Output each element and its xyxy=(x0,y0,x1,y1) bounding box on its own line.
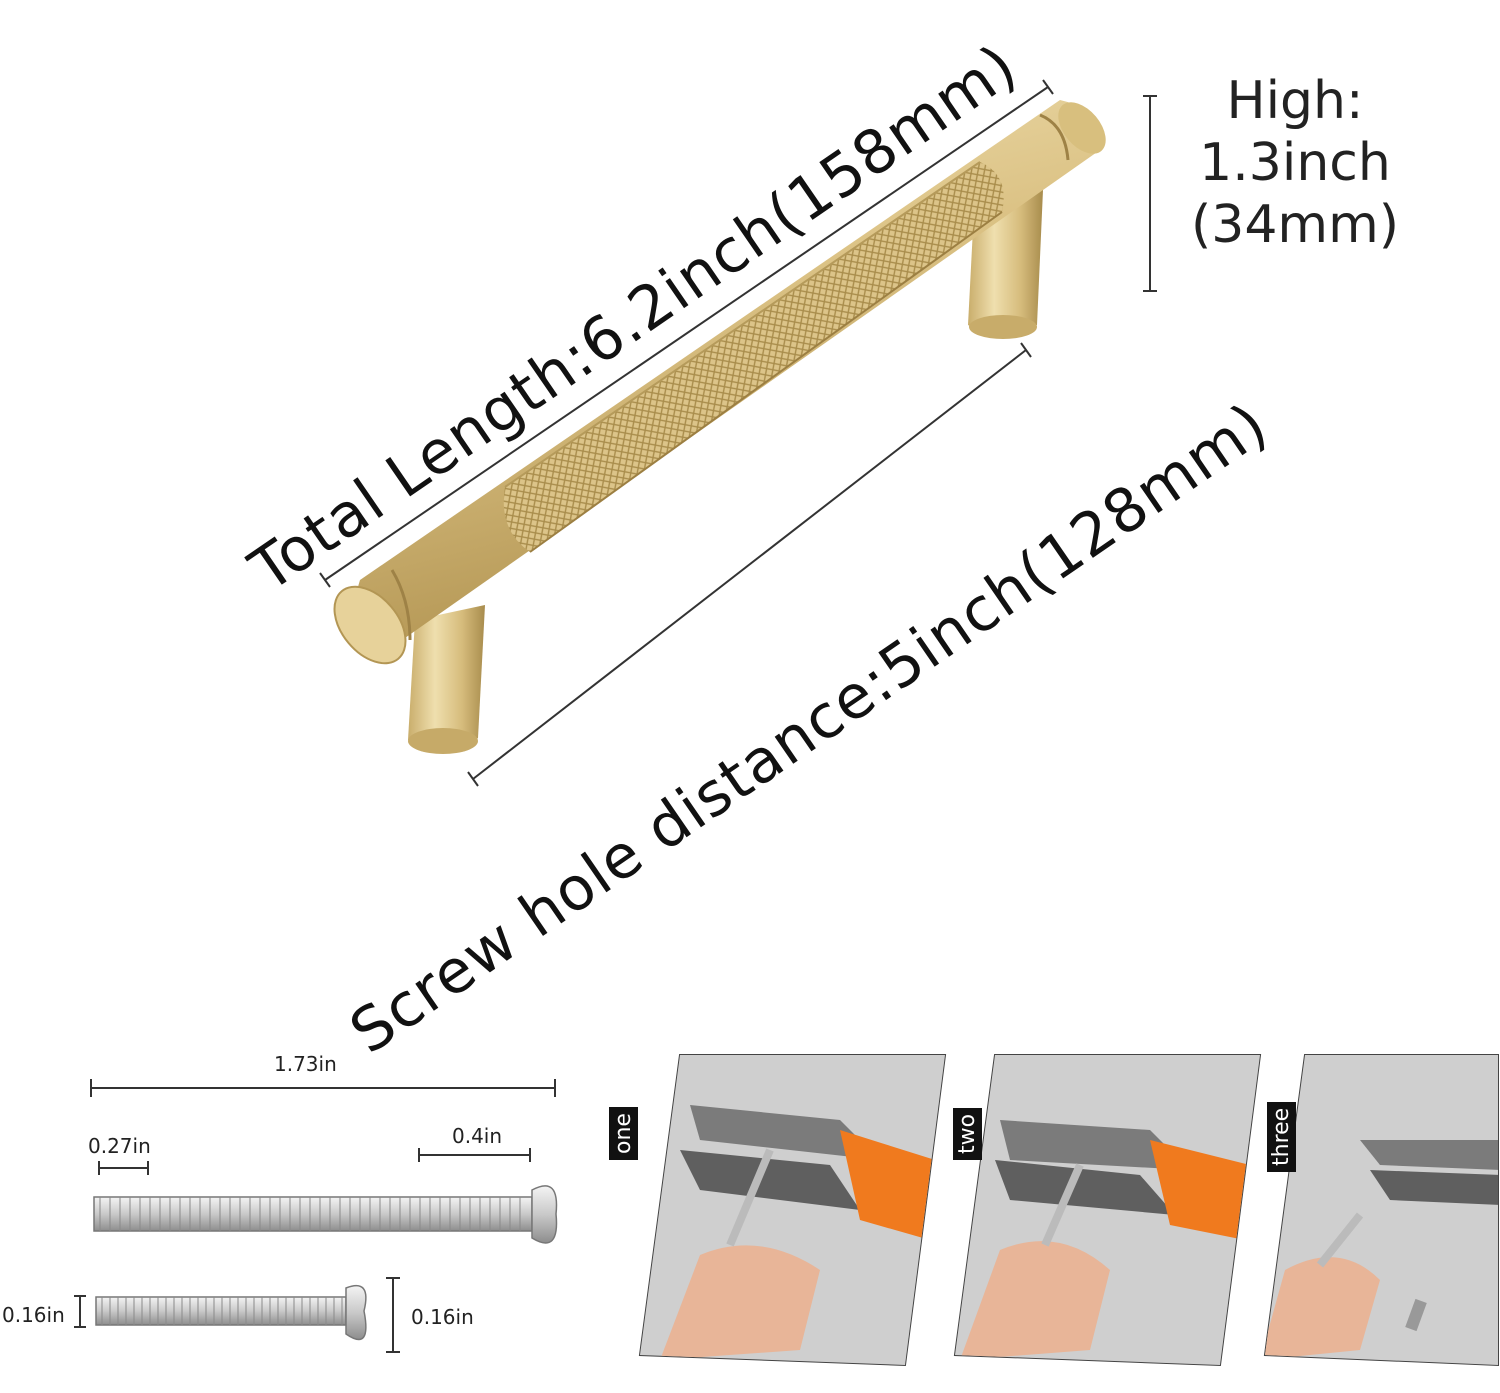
height-title: High: xyxy=(1226,71,1364,131)
height-dimension-line xyxy=(1143,95,1157,292)
screw-diameter-left-label: 0.16in xyxy=(2,1303,65,1327)
height-inch: 1.3inch xyxy=(1199,133,1391,193)
height-mm: (34mm) xyxy=(1190,195,1400,255)
screw-right-segment-label: 0.4in xyxy=(452,1124,503,1148)
screw-distance-dimension-line xyxy=(467,342,1032,787)
height-label: High: 1.3inch (34mm) xyxy=(1185,70,1405,256)
step-panel-one xyxy=(638,1054,947,1367)
step-two-tag: two xyxy=(953,1107,982,1160)
total-length-dimension-line xyxy=(319,79,1054,588)
step-panel-three xyxy=(1263,1054,1499,1367)
step-panel-two xyxy=(953,1054,1262,1367)
step-one-tag: one xyxy=(609,1107,638,1160)
screw-length-label: 1.73in xyxy=(274,1052,337,1076)
screw-dimension-diagram xyxy=(74,1079,558,1353)
cabinet-pull-handle xyxy=(333,100,1106,754)
screw-diameter-right-label: 0.16in xyxy=(411,1305,474,1329)
screw-left-segment-label: 0.27in xyxy=(88,1134,151,1158)
step-three-tag: three xyxy=(1267,1101,1296,1172)
